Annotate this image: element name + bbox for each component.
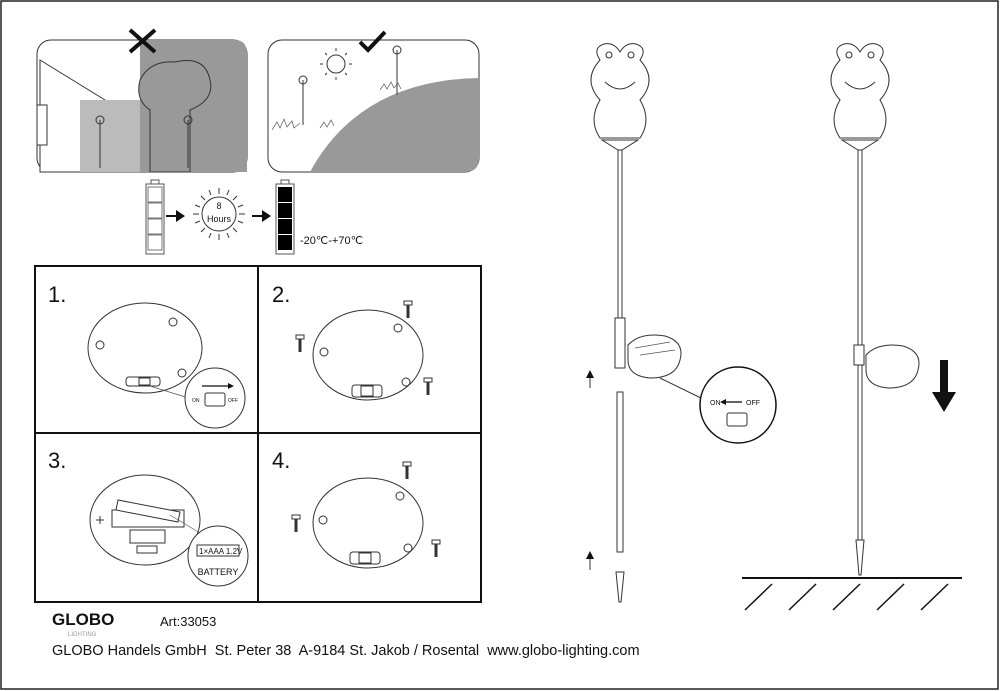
company-address: GLOBO Handels GmbH St. Peter 38 A-9184 S… — [52, 643, 640, 659]
lamp-assembly-exploded: ON OFF — [586, 43, 777, 603]
switch-off-label: OFF — [228, 398, 238, 404]
step-4: 4. — [272, 448, 441, 569]
step-3: 3. 1×AAA 1.2V BATTERY — [48, 448, 249, 587]
correct-placement-illustration — [267, 30, 480, 173]
cross-icon — [128, 28, 157, 54]
arrow-up-icon — [586, 551, 594, 559]
globo-logo-sub: LIGHTING — [68, 632, 97, 638]
solar-panel — [627, 334, 682, 379]
temperature-range: -20℃-+70℃ — [300, 235, 363, 247]
arrow-up-icon — [586, 370, 594, 378]
plus-icon — [96, 516, 104, 524]
arrow-down-icon — [932, 360, 956, 412]
ground-spike — [615, 571, 625, 603]
screw-icon — [423, 377, 433, 395]
lamp-assembled — [742, 43, 962, 611]
screw-icon — [295, 334, 305, 352]
lamp-switch-on: ON — [710, 400, 721, 407]
step-number: 2. — [272, 282, 290, 307]
frog-figure — [830, 43, 890, 139]
screw-icon — [431, 539, 441, 557]
arrow-right-icon — [166, 210, 185, 222]
switch-on-label: ON — [192, 398, 200, 404]
full-battery-icon — [275, 179, 295, 255]
globo-logo: GLOBO — [52, 610, 114, 629]
sun-icon — [326, 54, 346, 74]
screw-icon — [402, 461, 412, 479]
frog-figure — [590, 43, 650, 139]
lamp-switch-off: OFF — [746, 400, 760, 407]
article-number: Art:33053 — [160, 614, 216, 629]
step-2: 2. — [272, 282, 433, 401]
footer: GLOBO LIGHTING Art:33053 GLOBO Handels G… — [52, 610, 640, 659]
hours-label: Hours — [207, 214, 232, 224]
checkmark-icon — [358, 30, 387, 53]
sun-hours-icon: 8 Hours — [193, 188, 245, 240]
step-number: 1. — [48, 282, 66, 307]
empty-battery-icon — [145, 179, 165, 255]
step-number: 3. — [48, 448, 66, 473]
charging-info: 8 Hours -20℃-+70℃ — [145, 179, 363, 255]
steps-grid: 1. ON OFF 2. 3. — [34, 265, 482, 603]
battery-label: BATTERY — [198, 567, 239, 577]
wrong-placement-illustration — [36, 28, 248, 173]
arrow-right-icon — [252, 210, 271, 222]
screw-icon — [291, 514, 301, 532]
hours-number: 8 — [216, 201, 221, 211]
solar-panel — [865, 344, 920, 389]
screw-icon — [403, 300, 413, 318]
battery-spec: 1×AAA 1.2V — [199, 547, 243, 556]
step-number: 4. — [272, 448, 290, 473]
step-1: 1. ON OFF — [48, 282, 246, 429]
